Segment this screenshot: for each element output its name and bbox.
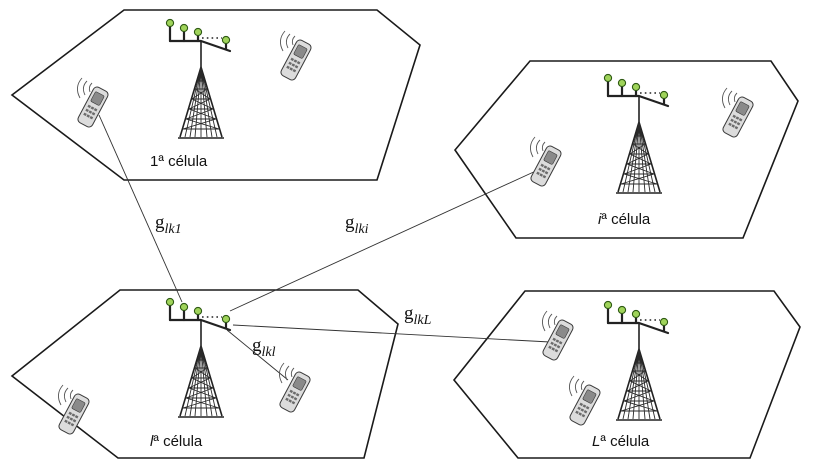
cell-L-label: Lª célula xyxy=(592,433,650,450)
link-g-lk1 xyxy=(98,114,183,303)
cell-1-label: 1ª célula xyxy=(150,153,208,170)
link-g-lki xyxy=(229,169,539,312)
gain-label-g-lkL: glkL xyxy=(404,303,432,328)
link-g-lkl xyxy=(226,329,289,381)
cell-i-label: iª célula xyxy=(598,211,651,228)
cell-i-outline xyxy=(453,60,799,239)
gain-label-g-lki: glki xyxy=(345,212,369,237)
gain-label-g-lkl: glkl xyxy=(252,335,276,360)
cell-L-outline xyxy=(452,290,801,459)
cell-1-outline xyxy=(10,9,421,181)
cell-l-label: lª célula xyxy=(150,433,203,450)
link-g-lkL xyxy=(232,324,551,343)
gain-label-g-lk1: glk1 xyxy=(155,212,182,237)
